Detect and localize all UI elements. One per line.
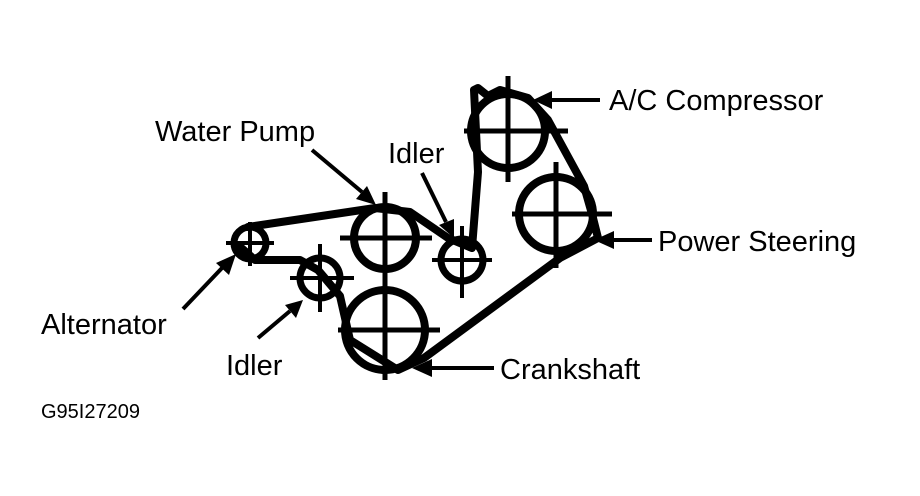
ac-compressor-pulley [464,76,568,182]
alternator-arrowhead [216,254,236,275]
power-steering-label: Power Steering [658,226,856,258]
crankshaft-arrowhead [412,359,432,377]
water-pump-pulley [340,192,432,284]
water-pump-arrowhead [356,186,376,205]
alternator-leader [181,266,224,311]
ac-compressor-label: A/C Compressor [609,85,824,117]
alternator-label: Alternator [41,309,167,341]
crankshaft-label: Crankshaft [500,354,640,386]
water-pump-leader [310,148,364,194]
ac-compressor-arrowhead [533,91,552,109]
lower-idler-label: Idler [226,350,283,382]
power-steering-arrowhead [594,231,614,249]
upper-idler-leader [420,172,448,223]
lower-idler-arrowhead [285,300,303,318]
lower-idler-pulley [290,244,354,312]
leader-arrows [181,91,652,377]
lower-idler-leader [256,309,292,340]
figure-code: G95I27209 [41,401,140,423]
water-pump-label: Water Pump [155,116,315,148]
alternator-pulley [226,222,274,266]
power-steering-pulley [512,162,612,268]
crankshaft-pulley [338,278,440,380]
upper-idler-arrowhead [439,219,454,238]
upper-idler-label: Idler [388,138,445,170]
upper-idler-pulley [432,226,492,298]
